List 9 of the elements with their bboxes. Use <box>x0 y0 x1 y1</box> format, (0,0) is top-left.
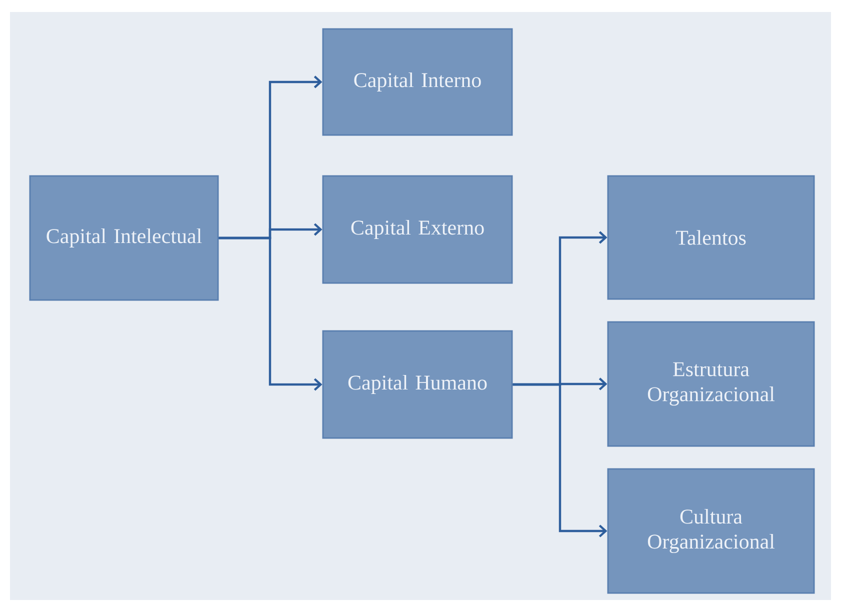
box: Estrutura Organizacional <box>607 321 815 447</box>
box: Capital Humano <box>322 330 513 439</box>
arrow <box>512 383 608 538</box>
box: Capital Interno <box>322 28 513 136</box>
arrow <box>218 236 322 391</box>
box: Capital Externo <box>322 175 513 284</box>
box: Talentos <box>607 175 815 300</box>
box: Cultura Organizacional <box>607 468 815 594</box>
box: Capital Intelectual <box>29 175 219 301</box>
